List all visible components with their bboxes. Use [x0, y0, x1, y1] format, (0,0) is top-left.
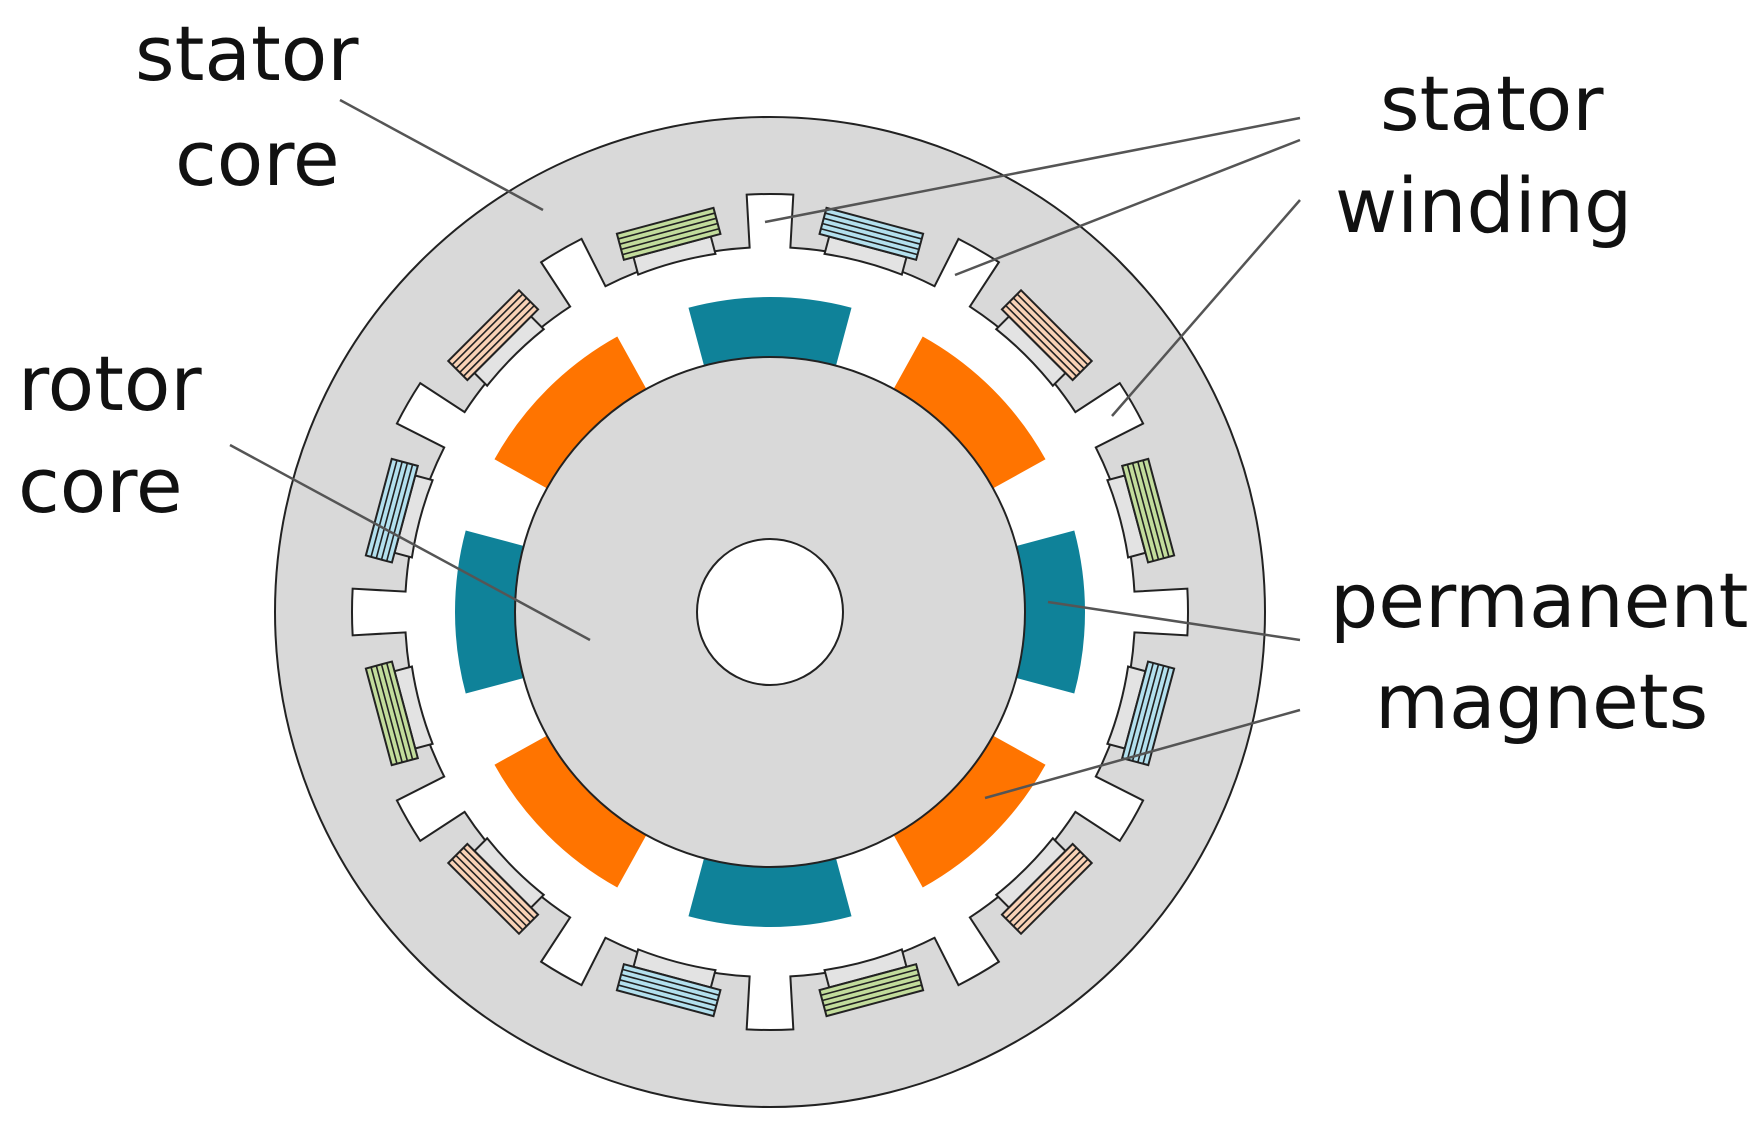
leader-magnet-1	[1047, 600, 1301, 642]
coil-body	[364, 660, 420, 767]
magnet-orange	[494, 336, 654, 496]
leader-rotor-core	[229, 443, 591, 642]
coil-turn	[1137, 665, 1165, 763]
coil-turn	[618, 984, 716, 1012]
coil-turn	[380, 664, 409, 762]
label-stator-core-line1: stator	[135, 9, 359, 98]
shaft-hole	[696, 538, 844, 686]
coil-turn	[622, 968, 720, 997]
coil-body	[818, 206, 925, 262]
coil-turn	[622, 227, 720, 256]
label-permanent-magnets-line1: permanent	[1330, 556, 1748, 645]
coil-turn	[1012, 297, 1085, 370]
winding-coil	[615, 948, 722, 1018]
coil-turn	[1131, 462, 1160, 560]
coil-turn	[459, 851, 531, 923]
winding-coil	[615, 206, 722, 276]
coil-body	[446, 842, 540, 936]
coil-body	[615, 206, 722, 262]
winding-coil	[1106, 457, 1176, 564]
winding-coil	[364, 660, 434, 767]
coil-turn	[1009, 301, 1081, 373]
coil-turn	[620, 222, 718, 251]
winding-coil	[446, 836, 546, 936]
winding-coil	[364, 457, 434, 564]
coil-turn	[619, 217, 717, 245]
label-permanent-magnets-line2: magnets	[1375, 657, 1708, 746]
coil-turn	[1137, 461, 1165, 559]
coil-turn	[824, 984, 922, 1012]
leader-magnet-2	[984, 708, 1301, 800]
winding-coil	[818, 206, 925, 276]
coil-turn	[619, 979, 717, 1007]
coil-turn	[375, 665, 403, 763]
coil-turn	[1131, 664, 1160, 762]
coil-turn	[370, 666, 398, 764]
coil-turn	[1009, 851, 1081, 923]
coil-turn	[824, 212, 922, 240]
coil-turn	[385, 662, 414, 760]
leader-stator-core	[339, 98, 544, 212]
coil-turn	[459, 301, 531, 373]
coil-body	[1120, 457, 1176, 564]
coil-turn	[455, 297, 528, 370]
coil-turn	[1005, 847, 1078, 920]
coil-body	[615, 962, 722, 1018]
coil-turn	[455, 854, 528, 927]
coil-turn	[462, 304, 535, 377]
winding-coil	[446, 288, 546, 388]
coil-turn	[462, 847, 535, 920]
winding-coil	[994, 836, 1094, 936]
coil-turn	[1142, 460, 1170, 558]
magnet-orange	[886, 336, 1046, 496]
coil-turn	[380, 462, 409, 560]
coil-turn	[370, 460, 398, 558]
coil-turn	[820, 968, 918, 997]
winding-coil	[994, 288, 1094, 388]
magnet-orange	[886, 728, 1046, 888]
coil-turn	[375, 461, 403, 559]
leader-winding-1	[764, 116, 1301, 224]
coil-turn	[823, 217, 921, 245]
coil-turn	[618, 212, 716, 240]
coil-turn	[1126, 662, 1155, 760]
label-stator-winding-line2: winding	[1335, 161, 1632, 250]
coil-turn	[823, 979, 921, 1007]
label-stator-core-line2: core	[175, 114, 340, 203]
stator-core	[273, 116, 1267, 1108]
coil-turn	[822, 222, 920, 251]
coil-turn	[451, 858, 524, 931]
leader-lines	[229, 98, 1301, 800]
coil-turn	[1016, 858, 1089, 931]
coil-turn	[451, 293, 524, 366]
coil-turn	[620, 973, 718, 1002]
label-rotor-core-line2: core	[18, 441, 183, 530]
winding-coil	[818, 948, 925, 1018]
coil-turn	[820, 227, 918, 256]
coil-turn	[1012, 854, 1085, 927]
coil-body	[1000, 288, 1094, 382]
stator-yoke	[273, 116, 1267, 1108]
coil-body	[446, 288, 540, 382]
leader-winding-3	[1111, 199, 1301, 417]
rotor-core	[514, 356, 1026, 868]
coil-body	[818, 962, 925, 1018]
coil-body	[1000, 842, 1094, 936]
magnet-orange	[494, 728, 654, 888]
stator-windings	[364, 206, 1176, 1018]
leader-winding-2	[954, 138, 1301, 277]
coil-turn	[1142, 666, 1170, 764]
coil-turn	[1016, 293, 1089, 366]
coil-turn	[1005, 304, 1078, 377]
coil-turn	[1126, 464, 1155, 562]
coil-body	[364, 457, 420, 564]
label-stator-winding-line1: stator	[1380, 59, 1604, 148]
coil-body	[1120, 660, 1176, 767]
winding-coil	[1106, 660, 1176, 767]
coil-turn	[822, 973, 920, 1002]
coil-turn	[385, 464, 414, 562]
label-rotor-core-line1: rotor	[18, 339, 202, 428]
